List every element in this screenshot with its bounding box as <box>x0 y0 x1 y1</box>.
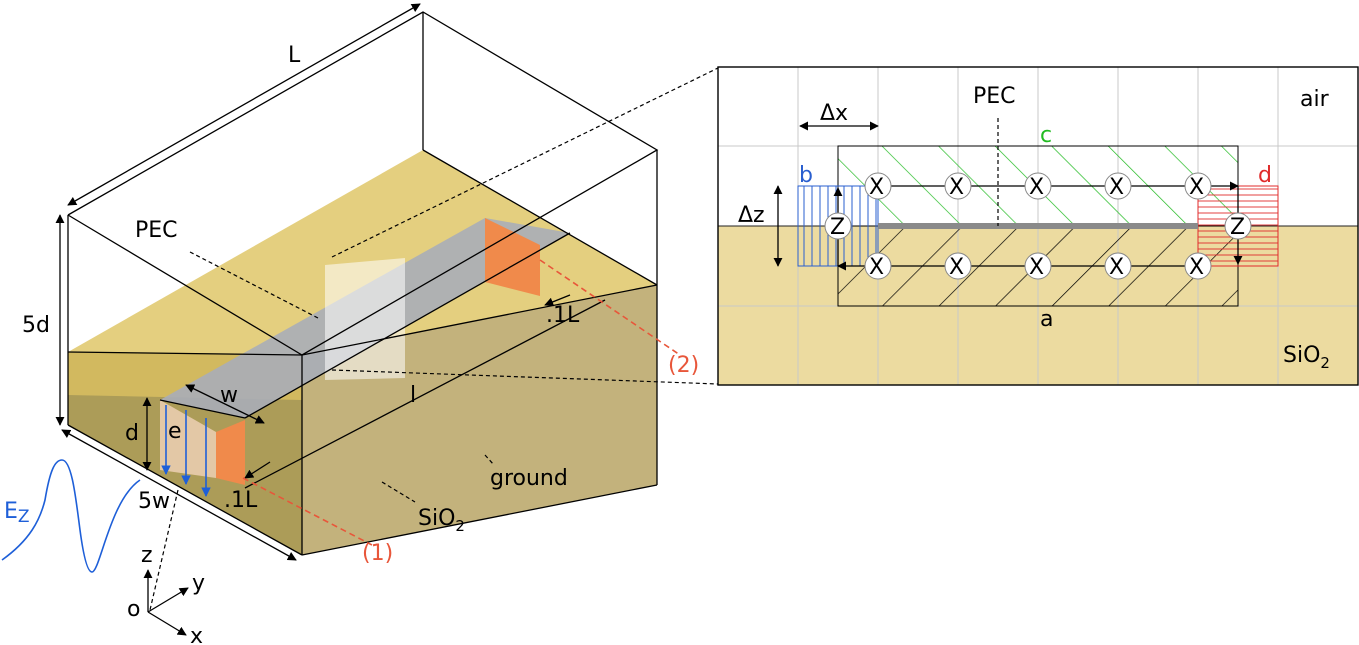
dim-w <box>185 384 265 424</box>
x-nodes-bottom <box>864 252 1212 280</box>
label-region-b: b <box>799 163 813 188</box>
dim-5w <box>61 429 297 561</box>
axis-label-z: z <box>141 543 153 568</box>
node-z-right: Z <box>1230 215 1245 240</box>
axis-label-x: x <box>190 624 203 645</box>
node-x-10: X <box>1189 255 1204 280</box>
label-offset-front: .1L <box>224 488 258 513</box>
node-x-3: X <box>1029 175 1044 200</box>
label-L: L <box>288 43 301 68</box>
label-dx: Δx <box>820 101 848 126</box>
label-port-2: (2) <box>668 353 699 378</box>
label-pec-detail: PEC <box>973 84 1016 109</box>
label-d: d <box>125 421 139 446</box>
node-x-8: X <box>1029 255 1044 280</box>
label-e: e <box>168 419 182 444</box>
label-region-c: c <box>1040 123 1052 148</box>
dim-L <box>67 3 421 206</box>
label-l: l <box>410 383 416 408</box>
node-z-left: Z <box>830 215 845 240</box>
isometric-structure <box>1 3 719 636</box>
label-offset-back: .1L <box>546 303 580 328</box>
label-sio2-detail: SiO2 <box>1283 343 1330 372</box>
axis-label-origin: o <box>127 597 140 622</box>
node-x-9: X <box>1109 255 1124 280</box>
label-ground: ground <box>490 466 568 491</box>
port-2-block <box>485 218 540 296</box>
node-x-6: X <box>869 255 884 280</box>
axes-triad <box>143 569 189 636</box>
label-ez: EZ <box>4 499 30 527</box>
detail-view <box>717 66 1359 386</box>
label-sio2-left: SiO2 <box>418 506 465 535</box>
ez-waveform <box>1 459 141 573</box>
axis-label-y: y <box>192 571 205 596</box>
node-x-7: X <box>949 255 964 280</box>
label-pec-left: PEC <box>135 218 178 243</box>
label-port-1: (1) <box>362 541 393 566</box>
field-arrows-e <box>161 405 211 497</box>
node-x-1: X <box>869 175 884 200</box>
label-5w: 5w <box>138 489 170 514</box>
node-x-4: X <box>1109 175 1124 200</box>
label-region-d: d <box>1258 163 1272 188</box>
label-dz: Δz <box>738 203 765 228</box>
label-region-a: a <box>1040 307 1053 332</box>
node-x-5: X <box>1189 175 1204 200</box>
x-nodes-top <box>864 172 1212 200</box>
label-w: w <box>220 383 238 408</box>
label-air: air <box>1300 87 1330 112</box>
node-x-2: X <box>949 175 964 200</box>
label-5d: 5d <box>22 313 50 338</box>
